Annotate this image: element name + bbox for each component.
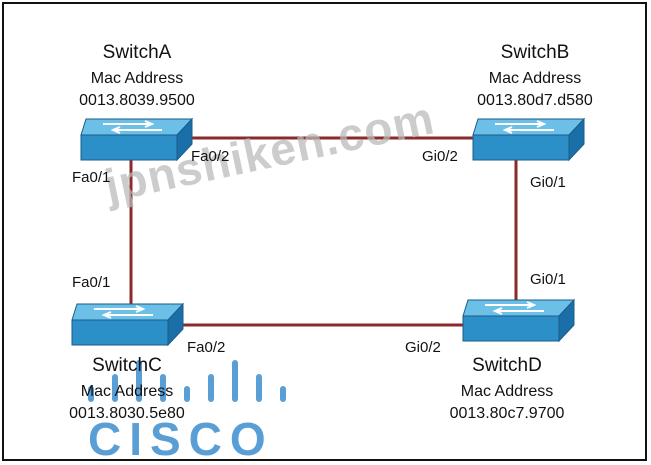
switch-a-mac: 0013.8039.9500 [79, 92, 195, 109]
switch-a-name: SwitchA [102, 42, 172, 63]
switch-c-mac: 0013.8030.5e80 [69, 405, 185, 422]
port-label-d-gi0-1: Gi0/1 [530, 271, 566, 288]
switch-c-icon [71, 302, 185, 347]
switch-b-icon [472, 117, 586, 162]
port-label-b-gi0-1: Gi0/1 [530, 174, 566, 191]
switch-a-icon [80, 117, 194, 162]
cisco-logo-text: CISCO [88, 413, 274, 465]
port-label-d-gi0-2: Gi0/2 [405, 339, 441, 356]
port-label-a-fa0-1: Fa0/1 [72, 169, 111, 186]
port-label-a-fa0-2: Fa0/2 [191, 148, 230, 165]
switch-b-mac: 0013.80d7.d580 [477, 92, 593, 109]
switch-d-mac-label: Mac Address [460, 383, 554, 400]
switch-d-name: SwitchD [472, 355, 542, 376]
switch-c-mac-label: Mac Address [80, 383, 174, 400]
switch-a-mac-label: Mac Address [90, 70, 184, 87]
switch-b-name: SwitchB [500, 42, 570, 63]
diagram-frame [2, 2, 647, 461]
port-label-c-fa0-1: Fa0/1 [72, 274, 111, 291]
switch-c-name: SwitchC [92, 355, 162, 376]
switch-b-mac-label: Mac Address [488, 70, 582, 87]
port-label-b-gi0-2: Gi0/2 [422, 148, 458, 165]
switch-d-icon [462, 298, 576, 343]
port-label-c-fa0-2: Fa0/2 [187, 339, 226, 356]
cisco-logo-bars [88, 360, 286, 402]
switch-d-mac: 0013.80c7.9700 [449, 405, 565, 422]
